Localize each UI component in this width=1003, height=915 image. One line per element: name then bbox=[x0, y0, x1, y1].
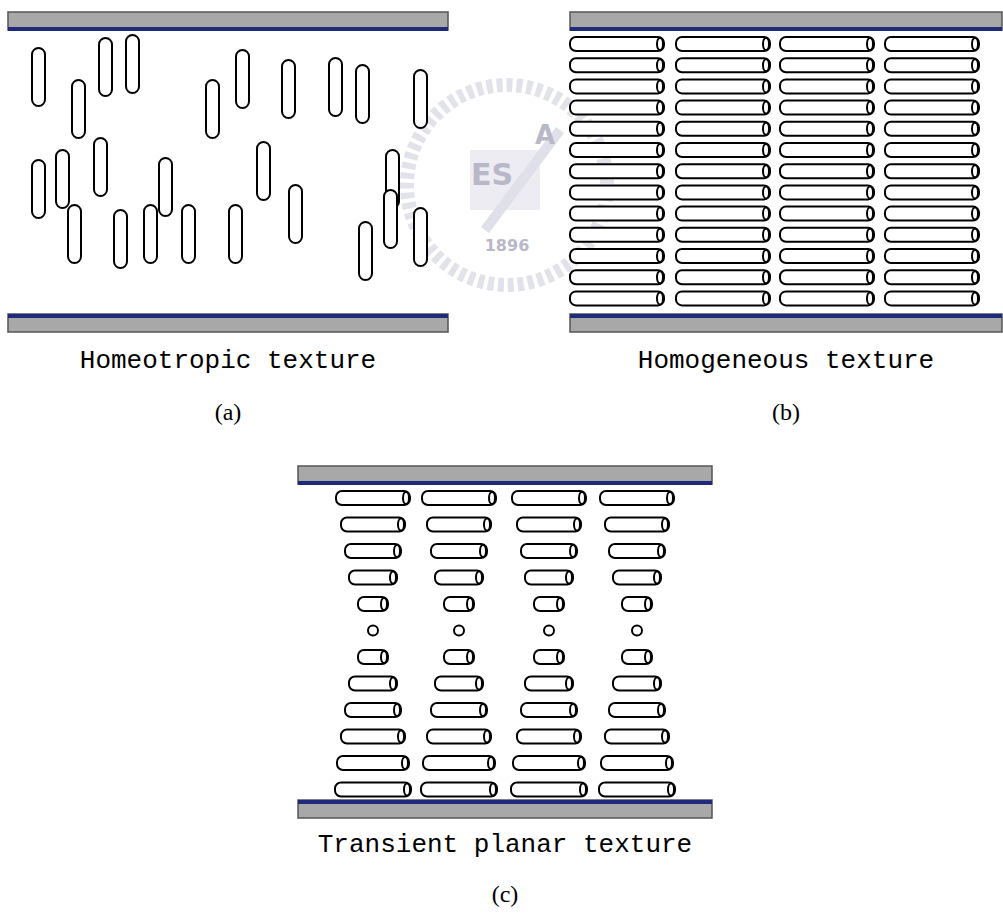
panel-label: (a) bbox=[215, 400, 242, 424]
panel-label: (b) bbox=[772, 400, 800, 424]
watermark-text: ES bbox=[471, 160, 513, 190]
texture-caption: Homogeneous texture bbox=[638, 348, 934, 374]
vertical-rods bbox=[32, 35, 427, 280]
texture-caption: Homeotropic texture bbox=[80, 348, 376, 374]
watermark-text: 1896 bbox=[485, 238, 530, 254]
twisting-rods bbox=[335, 491, 675, 797]
glass-plate bbox=[570, 12, 1002, 31]
glass-plate bbox=[298, 800, 712, 818]
horizontal-rods bbox=[570, 37, 979, 305]
texture-caption: Transient planar texture bbox=[318, 832, 692, 858]
panel-label: (c) bbox=[492, 882, 519, 906]
watermark-text: A bbox=[535, 122, 555, 148]
glass-plate bbox=[570, 314, 1002, 332]
glass-plate bbox=[8, 314, 448, 332]
glass-plate bbox=[8, 12, 448, 31]
glass-plate bbox=[298, 466, 712, 485]
